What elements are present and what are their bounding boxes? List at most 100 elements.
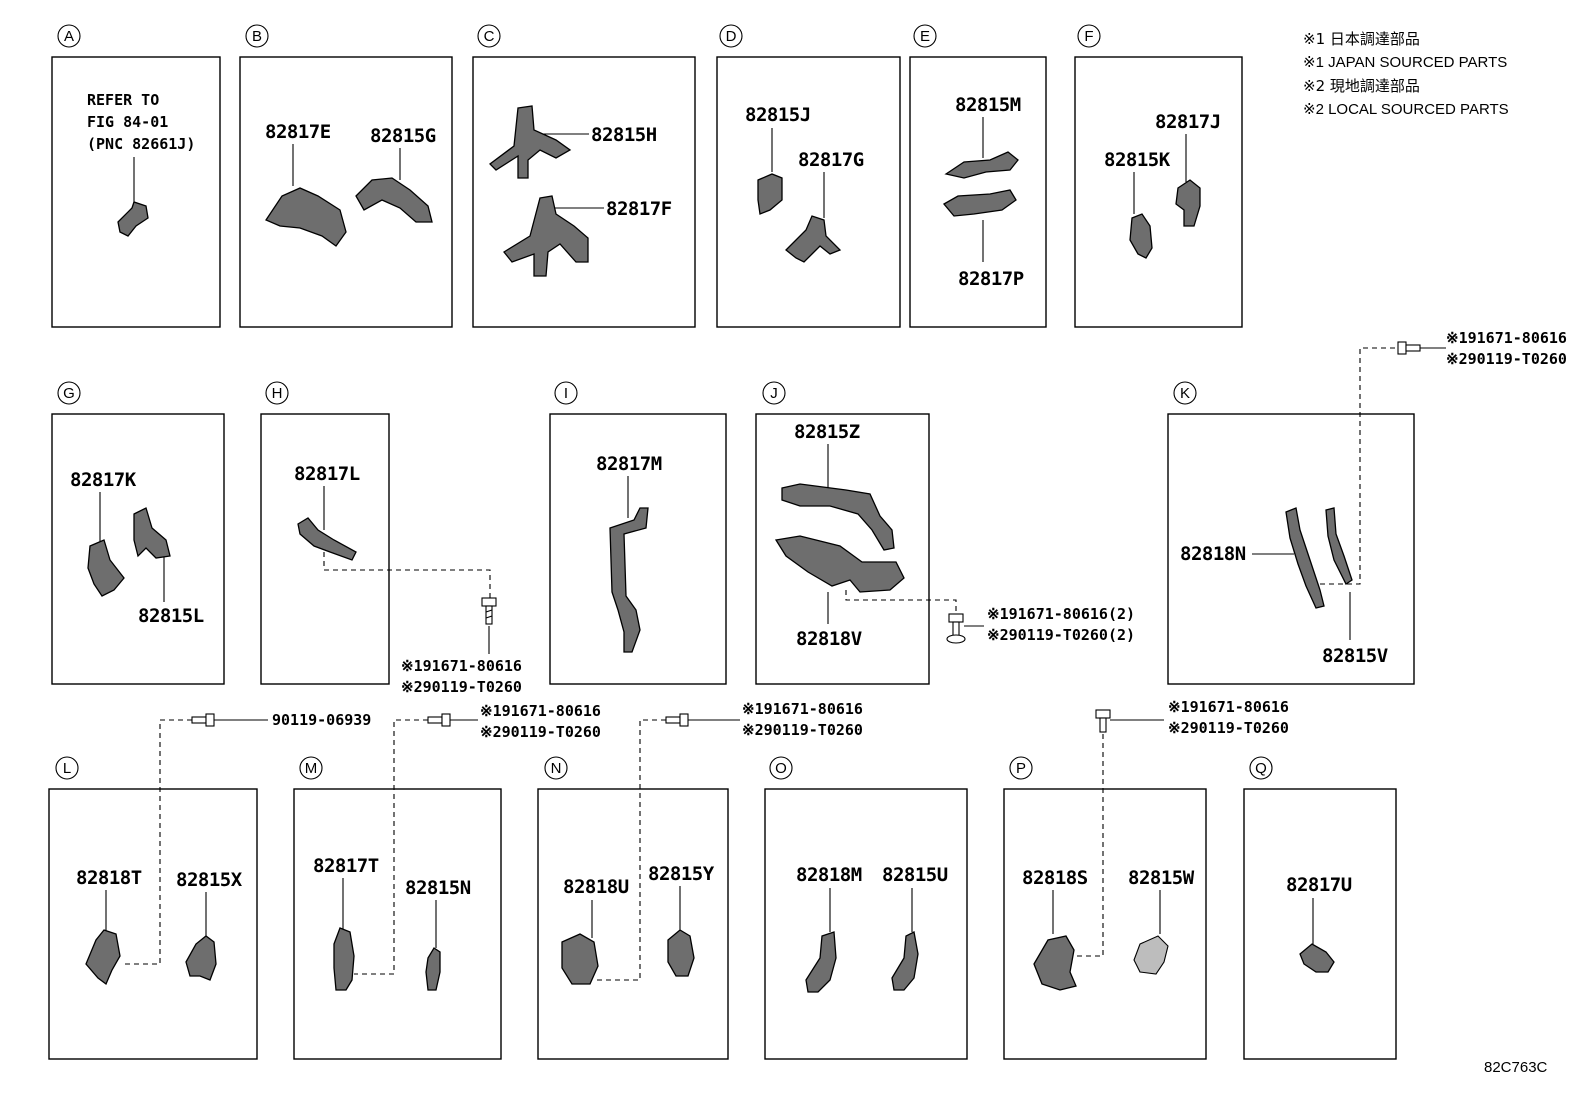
group-a-refer-line3: (PNC 82661J) <box>87 135 195 153</box>
part-label-82815k: 82815K <box>1104 149 1171 171</box>
fastener-k-local: ※290119-T0260 <box>1446 350 1567 368</box>
part-82817m-drawing <box>609 507 649 653</box>
fastener-h-japan: ※191671-80616 <box>401 657 522 675</box>
part-82817j-drawing <box>1175 179 1201 227</box>
part-label-82815g: 82815G <box>370 125 436 147</box>
fastener-m: ※191671-80616 ※290119-T0260 <box>354 702 601 975</box>
group-h-box <box>260 413 390 685</box>
note-2-jp: ※2 現地調達部品 <box>1303 77 1420 95</box>
part-label-82817p: 82817P <box>958 268 1024 290</box>
group-d: D 82815J 82817G <box>716 24 901 328</box>
group-b-badge <box>245 24 269 48</box>
part-82815w-drawing <box>1133 935 1169 975</box>
group-i-letter: I <box>564 385 568 402</box>
part-82815x-drawing <box>185 935 217 981</box>
part-82817t-drawing <box>333 927 355 991</box>
part-82815m-drawing <box>944 151 1019 179</box>
part-82815k-drawing <box>1129 213 1153 259</box>
group-e-letter: E <box>920 28 930 45</box>
group-k: K 82818N 82815V ※191671-80616 ※290119-T0… <box>1167 329 1567 685</box>
group-l-badge <box>55 756 79 780</box>
fastener-p-local: ※290119-T0260 <box>1168 719 1289 737</box>
bolt-m-icon <box>427 713 451 727</box>
group-a-badge <box>57 24 81 48</box>
part-label-82817f: 82817F <box>606 198 672 220</box>
group-o: O 82818M 82815U <box>764 756 968 1060</box>
group-f-letter: F <box>1084 28 1093 45</box>
group-p-box <box>1003 788 1207 1060</box>
fastener-m-local: ※290119-T0260 <box>480 723 601 741</box>
part-label-82815j: 82815J <box>745 104 811 126</box>
part-82815z-drawing <box>781 483 895 551</box>
group-l: L 82818T 82815X <box>48 756 258 1060</box>
fastener-l: 90119-06939 <box>124 711 371 965</box>
part-82815j-drawing <box>757 173 783 215</box>
group-e-badge <box>913 24 937 48</box>
group-n-letter: N <box>551 760 562 777</box>
bolt-n-icon <box>665 713 689 727</box>
group-c-box <box>472 56 696 328</box>
fastener-j-local: ※290119-T0260(2) <box>987 626 1135 644</box>
group-g-badge <box>57 381 81 405</box>
part-82817e-drawing <box>265 187 347 247</box>
part-82818u-drawing <box>561 933 599 985</box>
group-l-letter: L <box>63 760 71 777</box>
group-c: C 82815H 82817F <box>472 24 696 328</box>
group-d-badge <box>719 24 743 48</box>
note-1-en: ※1 JAPAN SOURCED PARTS <box>1303 54 1507 71</box>
part-82815n-drawing <box>425 947 441 991</box>
group-o-badge <box>769 756 793 780</box>
group-g: G 82817K 82815L <box>51 381 225 685</box>
group-f-badge <box>1077 24 1101 48</box>
group-e: E 82815M 82817P <box>909 24 1047 328</box>
group-d-box <box>716 56 901 328</box>
fastener-l-number: 90119-06939 <box>272 711 371 729</box>
group-i: I 82817M <box>549 381 727 685</box>
group-q-badge <box>1249 756 1273 780</box>
group-a-refer-line1: REFER TO <box>87 91 159 109</box>
group-g-letter: G <box>63 385 75 402</box>
bolt-p-icon <box>1095 709 1111 733</box>
fastener-m-japan: ※191671-80616 <box>480 702 601 720</box>
group-a-refer-line2: FIG 84-01 <box>87 113 168 131</box>
note-2-en: ※2 LOCAL SOURCED PARTS <box>1303 101 1509 118</box>
part-label-82815w: 82815W <box>1128 867 1195 889</box>
part-82818t-drawing <box>85 929 121 986</box>
part-label-82817k: 82817K <box>70 469 137 491</box>
part-82818n-drawing <box>1285 507 1325 609</box>
part-label-82815m: 82815M <box>955 94 1021 116</box>
legend-notes: ※1 日本調達部品 ※1 JAPAN SOURCED PARTS ※2 現地調達… <box>1303 30 1509 118</box>
part-82815h-drawing <box>489 105 572 179</box>
group-a-letter: A <box>64 28 74 45</box>
group-q-box <box>1243 788 1397 1060</box>
part-82815u-drawing <box>891 931 919 991</box>
group-n-box <box>537 788 729 1060</box>
group-f: F 82817J 82815K <box>1074 24 1243 328</box>
part-label-82817j: 82817J <box>1155 111 1221 133</box>
group-m-letter: M <box>305 760 318 777</box>
part-82817f-drawing <box>503 195 589 277</box>
bolt-l-icon <box>191 713 215 727</box>
part-label-82817l: 82817L <box>294 463 360 485</box>
part-82818s-drawing <box>1033 935 1077 991</box>
part-82815g-drawing <box>355 177 433 223</box>
group-p: P 82818S 82815W <box>1003 756 1207 1060</box>
group-j: J 82815Z 82818V ※191671-80616(2) ※290119… <box>755 381 1135 685</box>
part-82818v-drawing <box>774 535 905 593</box>
part-label-82815v: 82815V <box>1322 645 1388 667</box>
part-label-82818m: 82818M <box>796 864 862 886</box>
group-n-badge <box>544 756 568 780</box>
group-k-box <box>1167 413 1415 685</box>
group-o-letter: O <box>775 760 787 777</box>
fastener-p: ※191671-80616 ※290119-T0260 <box>1074 698 1289 957</box>
fastener-p-japan: ※191671-80616 <box>1168 698 1289 716</box>
part-label-82815l: 82815L <box>138 605 204 627</box>
part-label-82815y: 82815Y <box>648 863 715 885</box>
group-i-box <box>549 413 727 685</box>
part-label-82817e: 82817E <box>265 121 331 143</box>
part-label-82815u: 82815U <box>882 864 948 886</box>
fastener-h-local: ※290119-T0260 <box>401 678 522 696</box>
part-82661j-drawing <box>117 201 149 237</box>
group-n: N 82818U 82815Y <box>537 756 729 1060</box>
group-q: Q 82817U <box>1243 756 1397 1060</box>
